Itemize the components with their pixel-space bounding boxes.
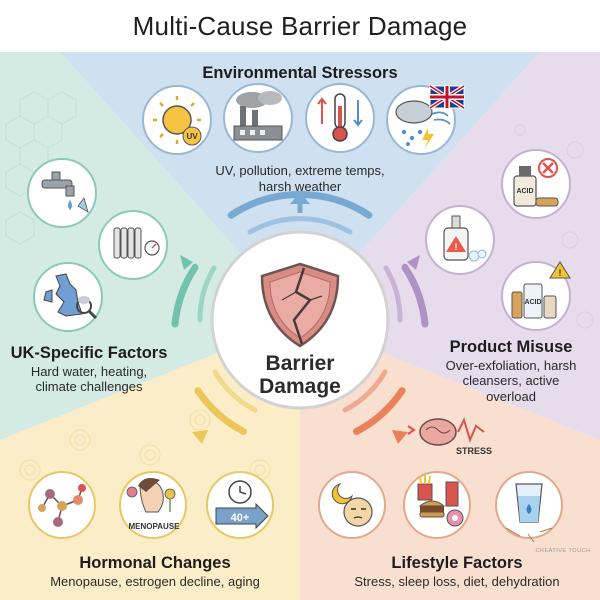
hormonal-icons: 40+ — [28, 471, 274, 539]
uv-label: UV — [186, 132, 198, 141]
center-label-line1: Barrier — [265, 352, 335, 375]
acid-label-2: ACID — [524, 299, 541, 306]
uk-specific-text: UK-Specific Factors Hard water, heating,… — [4, 344, 174, 395]
watermark-logo: CREATIVE TOUCH — [535, 548, 591, 554]
ring-arc-purple — [401, 263, 429, 328]
uk-map-icon — [33, 262, 103, 332]
environmental-description-line1: UV, pollution, extreme temps, — [215, 163, 385, 178]
stress-label: STRESS — [456, 446, 493, 456]
lifestyle-text: Lifestyle Factors Stress, sleep loss, di… — [322, 554, 592, 589]
age-label: 40+ — [231, 512, 250, 524]
lifestyle-description: Stress, sleep loss, diet, dehydration — [354, 573, 560, 589]
junk-food-icon — [403, 471, 471, 539]
page-title: Multi-Cause Barrier Damage — [132, 10, 468, 41]
product-misuse-description-line1: Over-exfoliation, harsh — [445, 357, 577, 373]
product-misuse-text: Product Misuse Over-exfoliation, harsh c… — [426, 338, 596, 405]
menopause-label: MENOPAUSE — [128, 522, 180, 531]
ring-arc-teal — [171, 263, 199, 328]
uk-flag-icon — [428, 84, 466, 110]
uk-specific-description-line1: Hard water, heating, — [30, 363, 148, 379]
acid-scrub-icon: ACID — [501, 149, 571, 219]
hard-water-tap-icon — [27, 158, 97, 228]
environmental-heading-box: Environmental Stressors — [150, 64, 450, 84]
uk-specific-description-line2: climate challenges — [35, 379, 143, 395]
lifestyle-icons — [318, 417, 563, 543]
arrow-left — [180, 255, 193, 270]
cracked-shield-icon — [260, 262, 340, 348]
arrows — [180, 192, 420, 444]
product-misuse-icons: ACID ! ACID ! — [425, 149, 571, 331]
lifestyle-heading: Lifestyle Factors — [391, 554, 523, 572]
center-label: Barrier Damage — [240, 352, 360, 398]
center-label-line2: Damage — [259, 375, 341, 399]
thermometer-icon — [305, 83, 375, 153]
acid-label-1: ACID — [516, 188, 533, 195]
product-misuse-description-line3: overload — [486, 388, 536, 404]
svg-text:!: ! — [559, 268, 562, 278]
factory-pollution-icon — [223, 83, 293, 153]
product-misuse-description-line2: cleansers, active — [462, 373, 560, 389]
environmental-description: UV, pollution, extreme temps, harsh weat… — [180, 163, 420, 194]
uk-specific-icons — [27, 158, 168, 332]
sleep-moon-icon — [318, 471, 386, 539]
hormonal-text: Hormonal Changes Menopause, estrogen dec… — [20, 554, 290, 589]
molecule-icon — [28, 471, 96, 539]
arrow-right — [407, 255, 420, 270]
menopause-face-icon — [119, 471, 187, 539]
brain-stress-icon — [407, 417, 485, 446]
hormonal-heading: Hormonal Changes — [79, 554, 231, 572]
environmental-description-line2: harsh weather — [258, 178, 342, 194]
ring-arc-orange — [353, 387, 406, 435]
uk-specific-heading: UK-Specific Factors — [10, 344, 168, 362]
arrow-down-right — [392, 430, 408, 444]
water-glass-icon — [495, 471, 563, 543]
sun-uv-icon: UV — [142, 85, 212, 155]
hormonal-description: Menopause, estrogen decline, aging — [50, 573, 260, 589]
ring-arc-yellow — [194, 387, 247, 435]
environmental-icons: UV — [142, 83, 466, 155]
environmental-heading: Environmental Stressors — [202, 64, 398, 82]
cleanser-warning-icon: ! — [425, 205, 495, 275]
arrow-down-left — [192, 430, 208, 444]
product-misuse-heading: Product Misuse — [449, 338, 573, 356]
clock-age-icon: 40+ — [206, 471, 274, 539]
active-overload-icon: ACID ! — [501, 261, 571, 331]
svg-text:!: ! — [455, 242, 458, 252]
radiator-icon — [98, 210, 168, 280]
